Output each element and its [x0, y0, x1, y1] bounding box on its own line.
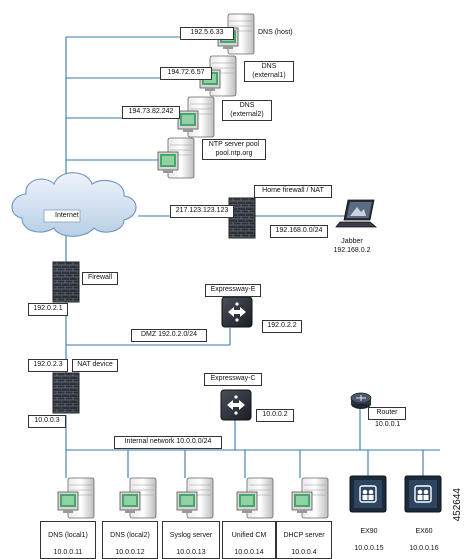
router-ip: 10.0.0.1 — [375, 421, 401, 428]
endpoint-label: EX60 10.0.0.16 — [400, 519, 448, 553]
expressway-e-icon — [221, 296, 253, 328]
server-name: Unified CM — [231, 531, 267, 539]
dns-external1-ip: 194.72.6.57 — [160, 67, 212, 80]
endpoint-ip: 10.0.0.15 — [354, 544, 384, 552]
endpoint-label: EX90 10.0.0.15 — [345, 519, 393, 553]
ntp-label: NTP server pool pool.ntp.org — [202, 139, 266, 160]
unified-cm-server-icon — [236, 477, 274, 519]
dns-host-label: DNS (host) — [258, 29, 293, 36]
jabber-laptop-icon — [335, 199, 378, 228]
firewall-title: Firewall — [82, 272, 118, 285]
server-label: DNS (local2) 10.0.0.12 — [102, 521, 158, 559]
dhcp-server-icon — [291, 477, 329, 519]
server-name: DNS (local2) — [110, 531, 150, 539]
router-title: Router — [368, 407, 406, 420]
server-name: DHCP server — [283, 531, 325, 539]
home-firewall-title: Home firewall / NAT — [254, 185, 332, 198]
figure-id: 452644 — [452, 488, 463, 522]
main-firewall-icon — [52, 261, 80, 303]
server-label: DHCP server 10.0.0.4 — [276, 521, 332, 559]
expressway-c-icon — [220, 389, 252, 421]
dns-external2-server-icon — [177, 96, 215, 138]
expressway-c-ip: 10.0.0.2 — [256, 409, 294, 422]
dns-external2-ip: 194.73.82.242 — [122, 106, 180, 119]
home-firewall-icon — [228, 197, 256, 239]
server-label: Syslog server 10.0.0.13 — [162, 521, 220, 559]
firewall-ip: 192.0.2.1 — [28, 303, 68, 316]
internal-network-label: Internal network 10.0.0.0/24 — [114, 436, 222, 449]
server-label: DNS (local1) 10.0.0.11 — [40, 521, 96, 559]
expressway-e-ip: 192.0.2.2 — [262, 320, 302, 333]
endpoint-ip: 10.0.0.16 — [409, 544, 439, 552]
server-name: DNS (local1) — [48, 531, 88, 539]
ntp-server-icon — [157, 137, 195, 179]
nat-title: NAT device — [72, 359, 118, 372]
internet-cloud — [11, 172, 137, 237]
dns-external2-label: DNS (external2) — [222, 100, 272, 121]
dns-host-ip: 192.5.6.33 — [180, 27, 234, 40]
dns-external1-label: DNS (external1) — [244, 61, 294, 82]
dmz-label: DMZ 192.0.2.0/24 — [131, 329, 207, 342]
home-firewall-lan: 192.168.0.0/24 — [270, 225, 328, 238]
jabber-label: Jabber 192.168.0.2 — [333, 238, 371, 254]
expressway-c-title: Expressway-C — [204, 373, 262, 386]
ex60-endpoint-icon — [404, 475, 442, 513]
internet-label: Internet — [55, 212, 79, 219]
dns-local1-server-icon — [57, 477, 95, 519]
router-icon — [350, 392, 372, 409]
ex90-endpoint-icon — [349, 475, 387, 513]
dns-local2-server-icon — [119, 477, 157, 519]
server-name: Syslog server — [169, 531, 213, 539]
nat-inside-ip: 10.0.0.3 — [28, 415, 66, 428]
syslog-server-icon — [176, 477, 214, 519]
nat-outside-ip: 192.0.2.3 — [28, 359, 68, 372]
server-label: Unified CM 10.0.0.14 — [222, 521, 276, 559]
endpoint-name: EX90 — [360, 527, 378, 535]
expressway-e-title: Expressway-E — [205, 284, 261, 297]
home-firewall-public-ip: 217.123.123.123 — [170, 205, 234, 218]
endpoint-name: EX60 — [415, 527, 433, 535]
nat-device-icon — [52, 372, 80, 414]
